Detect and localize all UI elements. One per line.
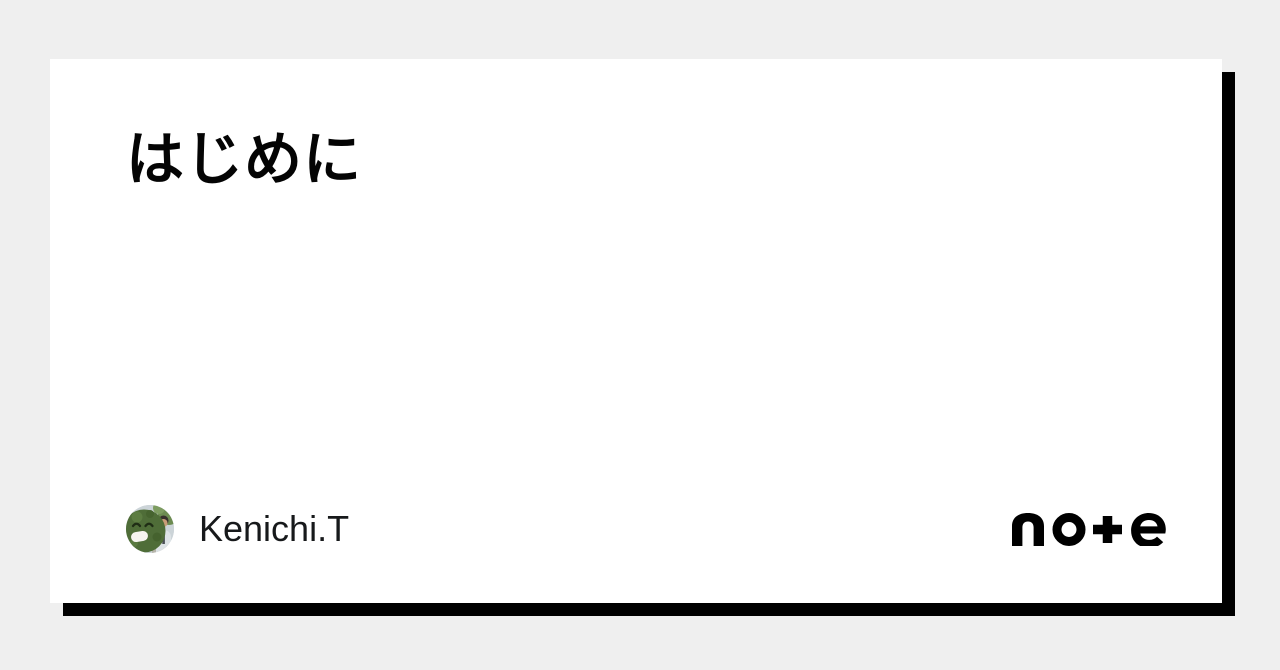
page-title: はじめに bbox=[126, 127, 363, 192]
note-logotype bbox=[1012, 512, 1166, 546]
avatar bbox=[126, 505, 174, 553]
share-card: はじめに bbox=[50, 59, 1222, 603]
author-name: Kenichi.T bbox=[199, 508, 350, 549]
avatar-image bbox=[126, 505, 174, 553]
author-row: Kenichi.T bbox=[126, 505, 349, 553]
note-logo-icon bbox=[1012, 512, 1168, 546]
card-footer: Kenichi.T bbox=[126, 505, 1168, 553]
